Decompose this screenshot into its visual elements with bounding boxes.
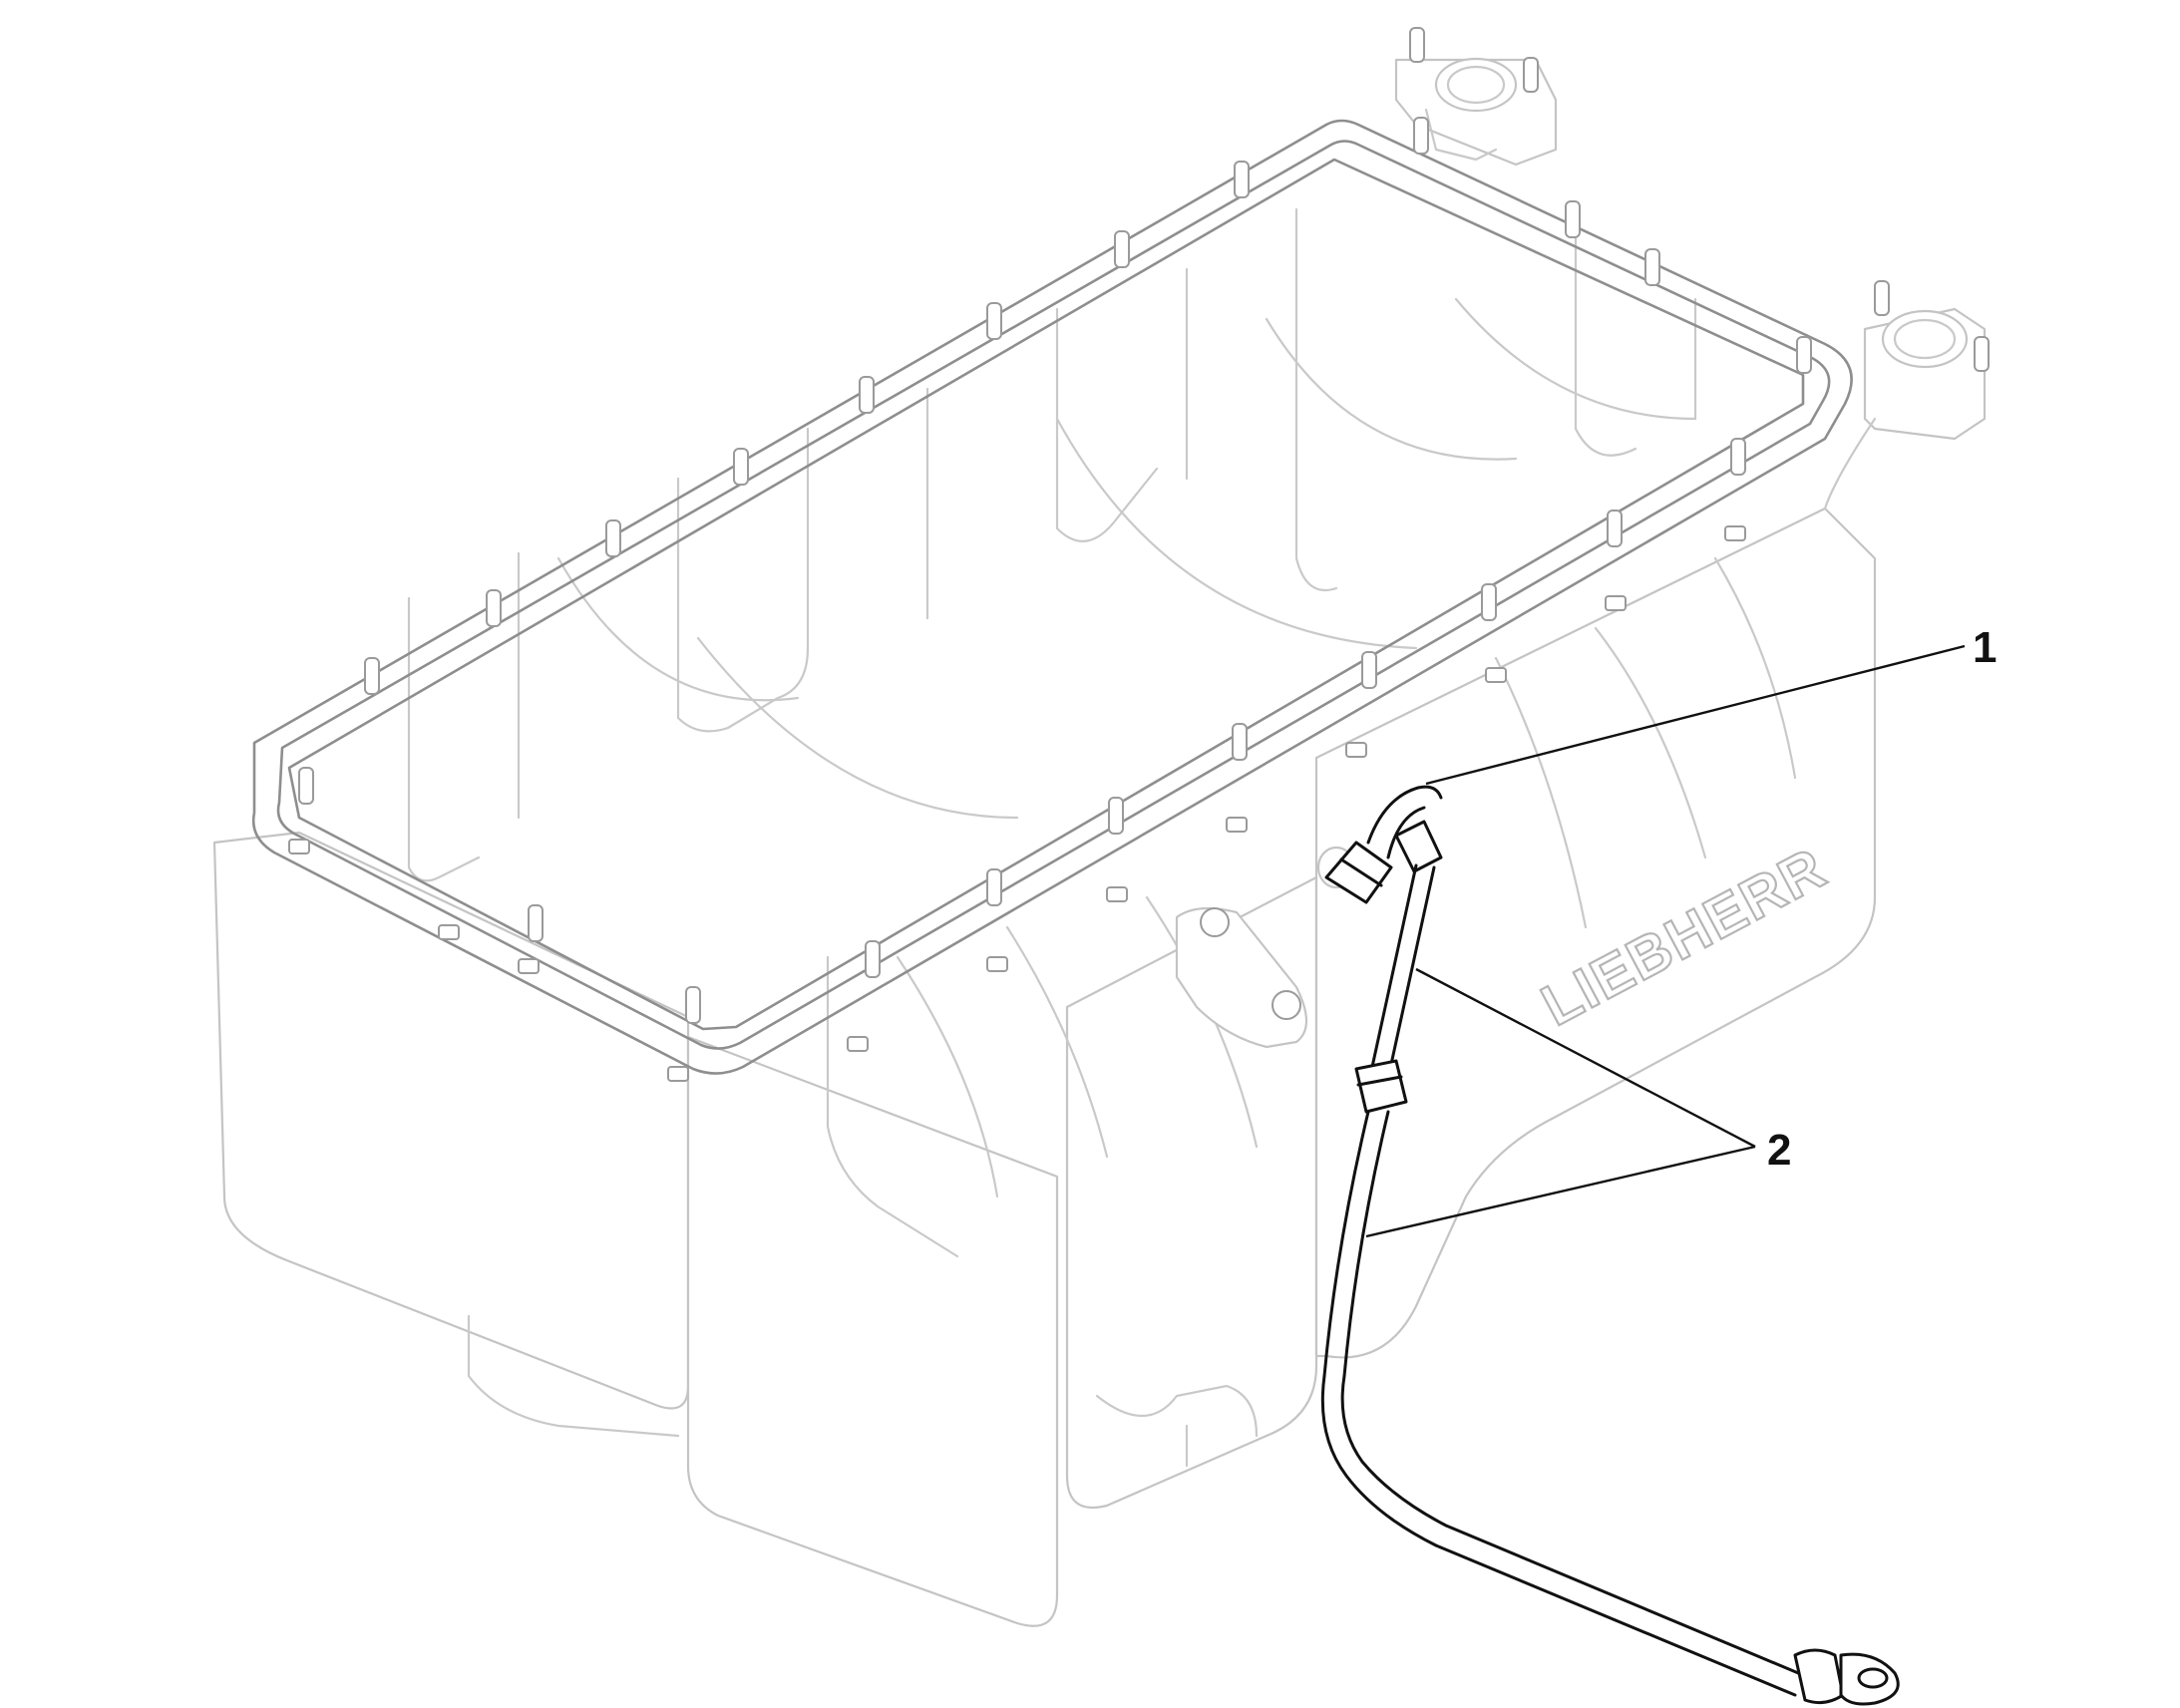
gasket-flange [251, 119, 1853, 1075]
outlet-flange-front [1823, 280, 1990, 511]
outlet-flange-rear [1394, 27, 1558, 167]
callout-2-label: 2 [1767, 1126, 1791, 1175]
flange-studs [288, 117, 1812, 1082]
callout-2-leader-lower [1365, 1145, 1756, 1238]
callout-1-leader [1425, 644, 1966, 786]
callout-2-leader-upper [1415, 967, 1756, 1149]
callout-1-label: 1 [1973, 623, 1997, 672]
oil-pan-housing [212, 207, 1877, 1627]
dipstick-handle [1793, 1648, 1900, 1706]
callout-1: 1 [1425, 623, 1997, 786]
dipstick-guide-tube [1320, 785, 1805, 1697]
callout-2: 2 [1365, 967, 1791, 1238]
